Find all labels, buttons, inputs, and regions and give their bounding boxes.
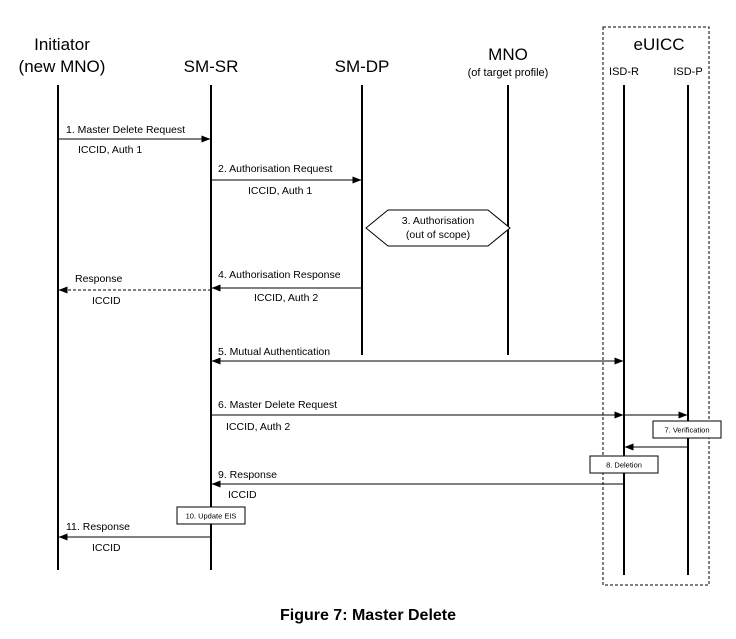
isdr-label: ISD-R [609, 66, 639, 78]
msg11-label: 11. Response [66, 521, 130, 533]
lifelines [57, 85, 689, 575]
mno-label: MNO [488, 45, 528, 64]
msg11-param: ICCID [92, 542, 121, 554]
figure-caption: Figure 7: Master Delete [279, 607, 457, 624]
initiator-sublabel: (new MNO) [19, 57, 106, 76]
euicc-label: eUICC [633, 35, 684, 54]
msg9-param: ICCID [228, 489, 257, 501]
msg4-param: ICCID, Auth 2 [254, 292, 318, 304]
msg1-label: 1. Master Delete Request [66, 124, 185, 136]
msg7-label: 7. Verification [664, 426, 709, 435]
update-eis-box [176, 506, 246, 525]
msg8-label: 8. Deletion [606, 461, 642, 470]
smsr-label: SM-SR [184, 57, 239, 76]
msg3-sublabel: (out of scope) [406, 229, 470, 241]
msg2-label: 2. Authorisation Request [218, 163, 332, 175]
msg3-label: 3. Authorisation [402, 215, 475, 227]
verification-box [652, 420, 722, 439]
msg1-param: ICCID, Auth 1 [78, 144, 142, 156]
msg5-label: 5. Mutual Authentication [218, 346, 330, 358]
msg6-param: ICCID, Auth 2 [226, 421, 290, 433]
smdp-label: SM-DP [335, 57, 390, 76]
initiator-label: Initiator [34, 35, 90, 54]
msg9-label: 9. Response [218, 469, 277, 481]
msg10-label: 10. Update EIS [186, 512, 237, 521]
msg4r-label: Response [75, 273, 122, 285]
mno-sublabel: (of target profile) [468, 67, 549, 79]
msg6-label: 6. Master Delete Request [218, 399, 337, 411]
msg4-label: 4. Authorisation Response [218, 269, 341, 281]
msg4r-param: ICCID [92, 295, 121, 307]
euicc-boundary [602, 26, 710, 586]
deletion-box [589, 455, 659, 474]
msg2-param: ICCID, Auth 1 [248, 185, 312, 197]
isdp-label: ISD-P [673, 66, 702, 78]
authorisation-hexagon [365, 209, 511, 247]
